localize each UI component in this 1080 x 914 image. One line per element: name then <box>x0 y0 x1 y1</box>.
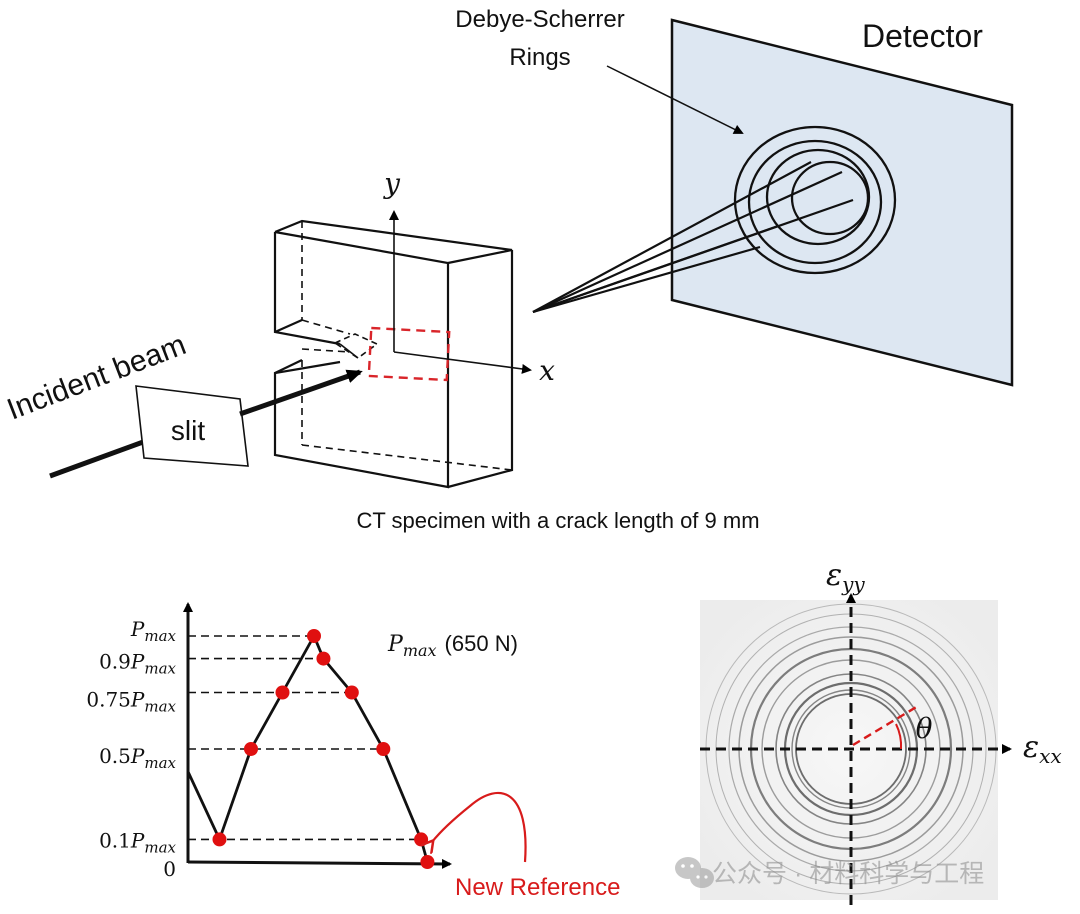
watermark-text: 公众号 · 材料科学与工程 <box>712 860 984 888</box>
measurement-point <box>420 855 435 869</box>
rings-label-line2: Rings <box>509 44 570 71</box>
theta-label: θ <box>916 712 933 745</box>
measurement-point <box>212 832 227 847</box>
pmax-subscript: max <box>403 641 437 660</box>
measurement-region-box <box>367 326 451 382</box>
rings-label-line1: Debye-Scherrer <box>455 6 624 33</box>
wechat-icon <box>675 857 714 888</box>
figure-caption: CT specimen with a crack length of 9 mm <box>356 508 759 533</box>
chart-guide-lines <box>188 635 422 841</box>
x-axis-label: x <box>539 354 555 387</box>
theta-arc <box>895 723 903 750</box>
new-reference-label: New Reference <box>455 874 620 901</box>
measurement-point <box>316 651 331 666</box>
ct-specimen <box>273 219 514 489</box>
x-axis-arrow <box>393 351 532 374</box>
debye-scherrer-rings <box>733 125 897 275</box>
y-tick-label: 0.5Pmax <box>99 744 176 772</box>
measurement-point <box>344 685 359 700</box>
y-tick-label: 0 <box>163 857 176 881</box>
watermark: 公众号 · 材料科学与工程 <box>675 857 984 888</box>
eyy-subscript: yy <box>841 572 865 596</box>
diffraction-pattern: θ εyy εxx <box>700 558 1062 905</box>
eyy-symbol: ε <box>826 558 842 593</box>
new-reference-arrow <box>432 791 527 863</box>
measurement-point <box>275 685 290 700</box>
measurement-point <box>244 742 258 756</box>
y-axis-label: y <box>382 167 401 200</box>
y-tick-label: Pmax <box>130 617 177 645</box>
incident-beam-out <box>239 369 363 417</box>
measurement-point <box>307 629 321 643</box>
slit-group: slit Incident beam <box>3 328 363 479</box>
exx-label: εxx <box>1023 730 1062 768</box>
chart-x-axis <box>187 858 452 869</box>
measurement-point <box>414 832 429 847</box>
y-tick-label: 0.1Pmax <box>99 828 176 856</box>
slit-label: slit <box>171 415 205 446</box>
detector-panel <box>670 18 1014 387</box>
y-tick-label: 0.75Pmax <box>86 688 176 716</box>
eyy-label: εyy <box>826 558 865 596</box>
y-tick-label: 0.9Pmax <box>99 650 176 678</box>
exx-subscript: xx <box>1039 744 1062 768</box>
rings-pointer-arrow <box>606 65 744 134</box>
load-path-line <box>186 632 429 863</box>
detector-label: Detector <box>862 18 983 54</box>
pmax-symbol: P <box>387 632 404 657</box>
pmax-annotation: Pmax (650 N) <box>387 631 518 660</box>
measurement-point <box>376 742 391 756</box>
detector-group: Detector Debye-Scherrer Rings <box>455 6 1014 387</box>
incident-beam-in <box>49 435 155 479</box>
diffracted-rays <box>532 161 854 314</box>
slit-plate <box>135 385 249 467</box>
pmax-value: (650 N) <box>445 631 518 656</box>
exx-symbol: ε <box>1023 730 1039 765</box>
